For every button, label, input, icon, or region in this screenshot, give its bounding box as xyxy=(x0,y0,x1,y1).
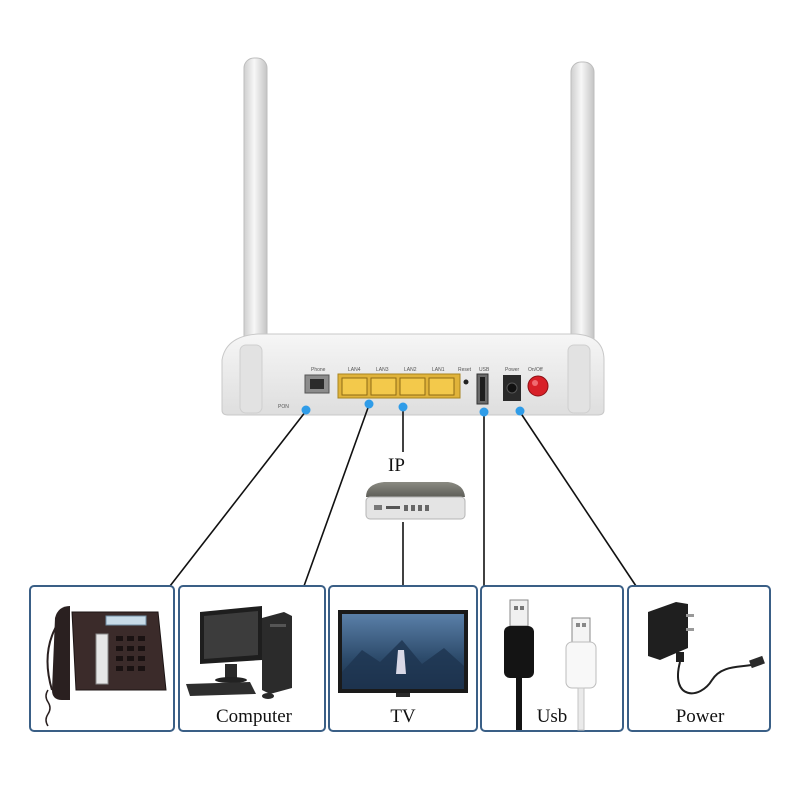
lan1-port xyxy=(428,377,455,396)
power-button xyxy=(527,375,549,397)
lan2-dot xyxy=(398,402,408,412)
lan3-port xyxy=(370,377,397,396)
pon-dot xyxy=(301,405,311,415)
lan1-port-label: LAN1 xyxy=(432,367,445,373)
black-usb-cable-icon xyxy=(504,599,534,730)
power-port-label: Power xyxy=(505,367,520,373)
lan2-port-label: LAN2 xyxy=(404,367,417,373)
tv-panel: TV xyxy=(328,585,478,732)
lan4-to-computer-line xyxy=(303,404,370,587)
pon-to-phone-line xyxy=(169,410,307,587)
connector-dots xyxy=(301,399,525,417)
telephone-icon xyxy=(45,606,167,727)
lan3-port-label: LAN3 xyxy=(376,367,389,373)
ip-box: IP xyxy=(365,455,466,520)
router: PON Phone LAN4 LAN3 LAN2 LAN1 Reset USB … xyxy=(221,57,605,416)
tv-icon xyxy=(338,610,468,697)
computer-label: Computer xyxy=(216,706,293,727)
reset-hole xyxy=(463,379,469,385)
power-to-power-line xyxy=(519,411,637,587)
power-dot xyxy=(515,406,525,416)
tv-label: TV xyxy=(390,706,416,727)
usb-port-label: USB xyxy=(479,367,490,373)
computer-panel: Computer xyxy=(178,585,326,732)
lan2-port xyxy=(399,377,426,396)
white-usb-cable-icon xyxy=(565,617,597,731)
phone-panel xyxy=(29,585,175,732)
device-panels: Computer TV xyxy=(29,585,771,732)
left-antenna xyxy=(243,57,268,359)
lan4-port-label: LAN4 xyxy=(348,367,361,373)
ip-label: IP xyxy=(388,455,405,476)
reset-label: Reset xyxy=(458,367,472,373)
connection-lines xyxy=(169,404,637,587)
lan4-dot xyxy=(364,399,374,409)
power-label: Power xyxy=(676,706,725,727)
pon-port-label: PON xyxy=(278,404,289,410)
ip-box-body xyxy=(365,496,466,520)
lan4-port xyxy=(341,377,368,396)
power-panel: Power xyxy=(627,585,771,732)
phone-port-label: Phone xyxy=(311,367,326,373)
usb-label: Usb xyxy=(537,706,568,727)
usb-panel: Usb xyxy=(480,585,624,732)
usb-dot xyxy=(479,407,489,417)
onoff-label: On/Off xyxy=(528,367,543,373)
power-adapter-icon xyxy=(648,602,765,695)
right-antenna xyxy=(570,61,595,359)
computer-icon xyxy=(186,606,292,699)
